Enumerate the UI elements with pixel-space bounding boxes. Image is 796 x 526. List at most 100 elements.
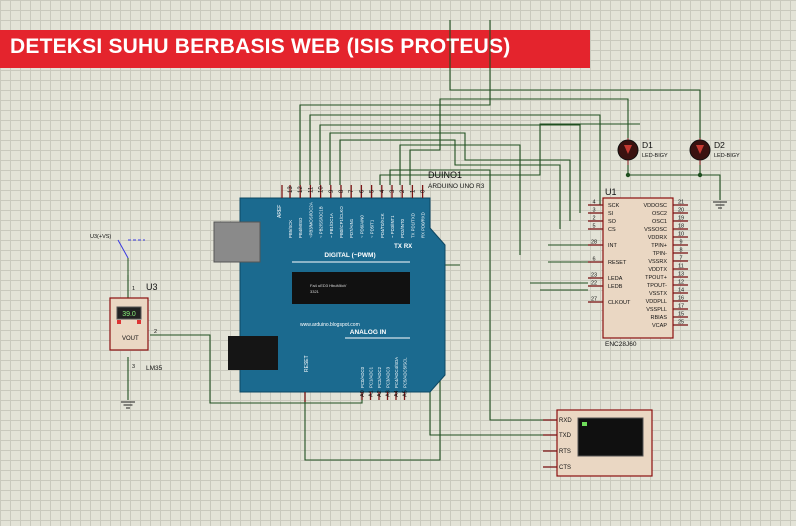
analog-pin-label: PC3/ADC3 (386, 366, 391, 388)
enc-ref: U1 (605, 187, 617, 197)
wire-int (379, 123, 640, 185)
digital-pin-number: 3 (390, 189, 396, 193)
rx-label: RX (404, 244, 412, 250)
digital-pin-label: ~ PD6/AIN0 (359, 215, 364, 238)
enc-right-pin-number: 15 (678, 312, 684, 318)
enc-right-pin-name: VSSPLL (646, 307, 667, 313)
enc-left-pin-number: 5 (592, 224, 595, 230)
wire-d10 (339, 139, 561, 229)
led-ref: D2 (714, 140, 725, 150)
digital-pin-label: ~ PB2/SS/OC1B (319, 206, 324, 238)
enc-left-pin-number: 4 (592, 200, 595, 206)
terminal-pin-label: CTS (559, 465, 571, 471)
enc-right-pin-number: 8 (679, 248, 682, 254)
wire-arduino-reset (304, 264, 460, 461)
chip-marking-2: 3321 (310, 289, 320, 294)
enc-right-pin-number: 12 (678, 280, 684, 286)
digital-pin-label: PD2/INT0 (400, 219, 405, 238)
enc-left-pin-number: 6 (592, 257, 595, 263)
lm35-ref: U3 (146, 282, 158, 292)
enc-right-pin-name: OSC2 (652, 211, 667, 217)
virtual-terminal-cursor (582, 422, 587, 426)
digital-header-label: DIGITAL (~PWM) (324, 252, 375, 259)
lm35-display (116, 306, 142, 320)
enc-right-pin-name: VSSTX (649, 291, 667, 297)
digital-pin-number: 6 (359, 189, 365, 193)
lm35-part: LM35 (146, 365, 163, 372)
arduino-ref: DUINO1 (428, 170, 462, 180)
digital-pin-label: TX PD1/TXD (410, 213, 415, 238)
led-ref: D1 (642, 140, 653, 150)
enc-right-pin-name: VSSRX (648, 259, 667, 265)
enc-right-pin-number: 9 (679, 240, 682, 246)
analog-pin-label: PC4/ADC4/SDA (394, 357, 399, 388)
lm35-body (109, 297, 149, 351)
enc-left-pin-name: CLKOUT (608, 300, 631, 306)
analog-pin-number: A5 (403, 390, 409, 397)
enc-left-pin-number: 27 (591, 297, 597, 303)
digital-pin-number: 2 (400, 189, 406, 193)
enc-right-pin-name: OSC1 (652, 219, 667, 225)
enc-left-pin-name: RESET (608, 260, 627, 266)
enc-right-pin-name: VDDTX (648, 267, 667, 273)
digital-pin-number: 12 (298, 186, 304, 193)
enc-right-pin-name: VSSOSC (644, 227, 667, 233)
enc-right-pin-number: 11 (678, 264, 684, 270)
digital-pin-number: 13 (288, 186, 294, 193)
analog-pin-label: PC0/ADC0 (360, 366, 365, 388)
wire-d1-led (409, 98, 629, 185)
atmega-chip (292, 272, 410, 304)
digital-pin-label: ~PB3/MOSI/OC2A (308, 202, 313, 238)
digital-pin-number: 0 (421, 189, 427, 193)
reset-label: RESET (304, 355, 310, 372)
enc-right-pin-number: 14 (678, 288, 684, 294)
enc-right-pin-name: TPIN+ (651, 243, 667, 249)
chip-marking: Fa4 uED3 HbuMiloV (310, 283, 347, 288)
enc-right-pin-number: 21 (678, 200, 684, 206)
enc-left-pin-number: 3 (592, 208, 595, 214)
enc-right-pin-name: TPOUT- (647, 283, 667, 289)
enc-left-pin-name: INT (608, 243, 618, 249)
terminal-pin-label: RTS (559, 449, 571, 455)
tx-label: TX (394, 244, 402, 250)
digital-pin-number: 4 (380, 189, 386, 193)
led-symbol (696, 145, 704, 154)
digital-pin-number: 8 (339, 189, 345, 193)
led-part: LED-BIGY (714, 153, 740, 159)
digital-pin-label: ~ PD5/T1 (370, 219, 375, 238)
enc-right-pin-number: 7 (679, 256, 682, 262)
wire-d10-top (299, 20, 491, 185)
enc-right-pin-name: RBIAS (650, 315, 667, 321)
enc-left-pin-name: LEDB (608, 284, 623, 290)
digital-pin-label: PB5/SCK (288, 220, 293, 238)
wire-d11 (319, 124, 581, 213)
enc-left-pin-number: 22 (591, 281, 597, 287)
enc-right-pin-number: 13 (678, 272, 684, 278)
junction-dot (697, 172, 703, 178)
enc-left-pin-number: 23 (591, 273, 597, 279)
enc-left-pin-name: SI (608, 211, 614, 217)
enc-right-pin-number: 19 (678, 216, 684, 222)
enc-right-pin-number: 25 (678, 320, 684, 326)
analog-pin-number: A1 (369, 390, 375, 397)
board-url: www.arduino.blogspot.com (300, 322, 360, 328)
enc-left-pin-number: 2 (592, 216, 595, 222)
digital-pin-label: RX PD0/RXD (421, 212, 426, 238)
virtual-terminal-screen (577, 417, 644, 457)
led-symbol (624, 145, 632, 154)
usb-connector (213, 221, 261, 263)
wire-led-gnd (627, 165, 721, 200)
lm35-dec-button (117, 320, 121, 324)
lm35-reading: 39.0 (122, 311, 136, 318)
power-jack (228, 336, 278, 370)
lm35-pin-number: 2 (154, 329, 157, 335)
enc-left-pin-number: 28 (591, 240, 597, 246)
digital-pin-number: 5 (370, 189, 376, 193)
lm35-inc-button (137, 320, 141, 324)
enc-right-pin-number: 16 (678, 296, 684, 302)
enc-right-pin-name: TPIN- (653, 251, 668, 257)
analog-pin-number: A2 (377, 390, 383, 397)
digital-pin-number: 11 (308, 186, 314, 193)
digital-pin-number: 1 (410, 189, 416, 193)
